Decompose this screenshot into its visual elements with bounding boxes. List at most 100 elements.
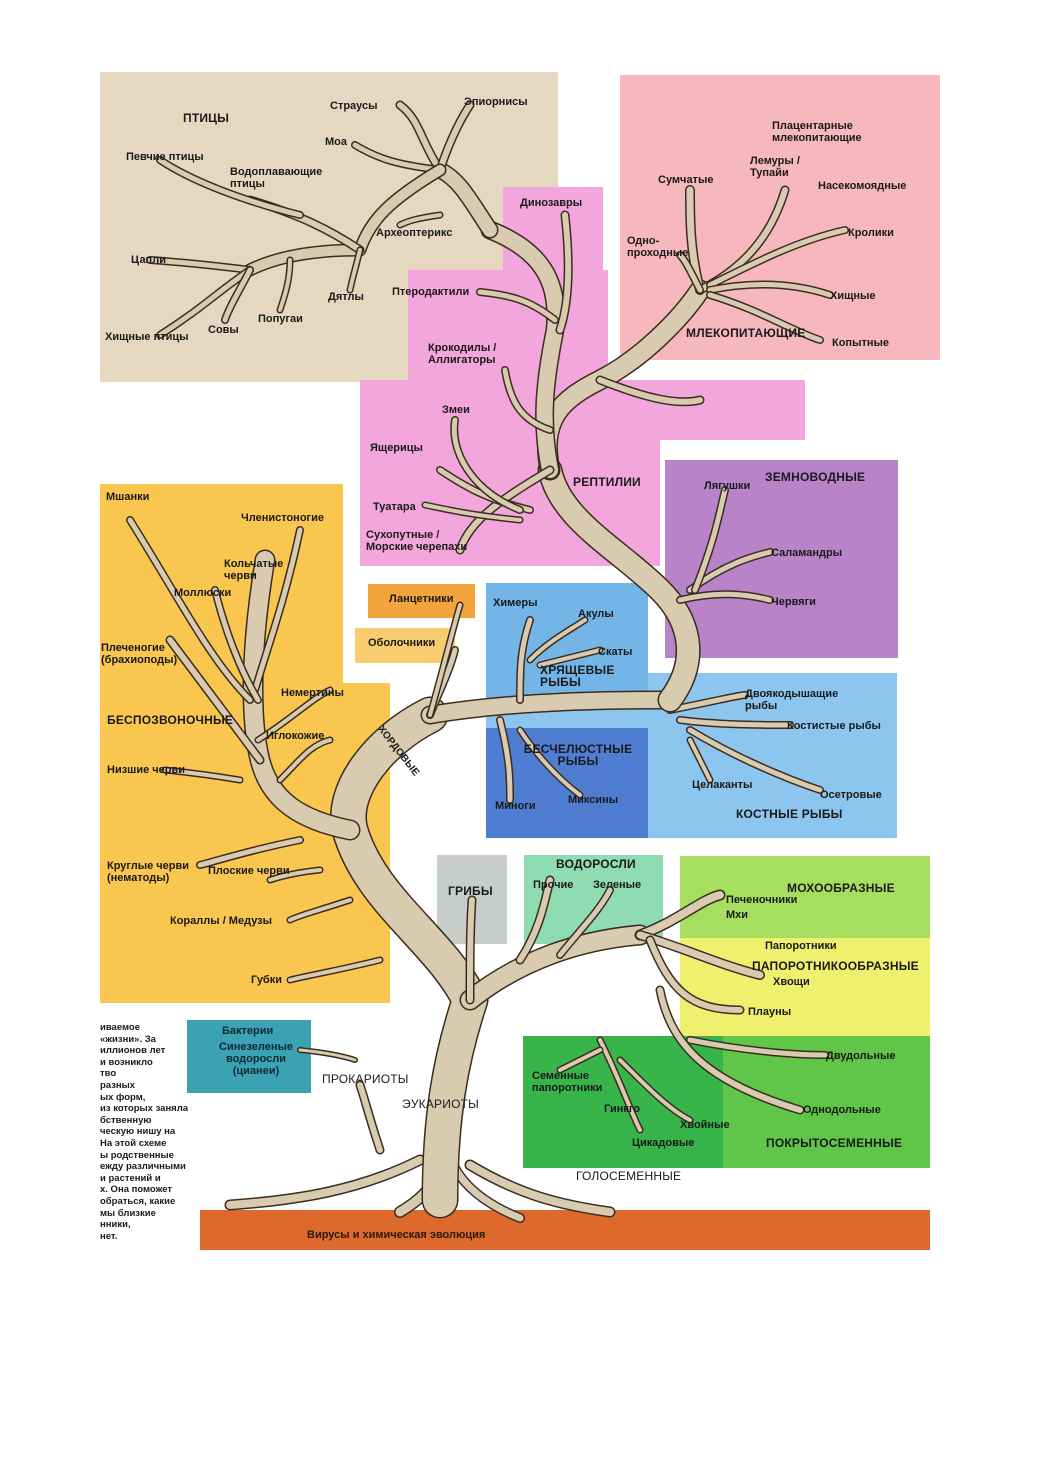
label-insectivores: Насекомоядные — [818, 180, 907, 192]
tree-branch — [517, 617, 533, 703]
tree-branch — [252, 527, 303, 693]
label-lampreys: Миноги — [495, 800, 536, 812]
label-lancelets: Ланцетники — [389, 593, 454, 605]
bony-fish-zone — [648, 673, 897, 838]
tree-branch — [707, 282, 833, 298]
tree-branch — [222, 267, 253, 323]
label-snakes: Змеи — [442, 404, 470, 416]
group-label-fungi: ГРИБЫ — [448, 884, 493, 898]
label-birds-of-prey: Хищные птицы — [105, 331, 189, 343]
label-dinosaurs: Динозавры — [520, 197, 583, 209]
label-brachiopods: Плеченогие (брахиоподы) — [101, 642, 178, 666]
group-label-bony-fish: КОСТНЫЕ РЫБЫ — [736, 807, 843, 821]
label-salamanders: Саламандры — [771, 547, 843, 559]
tree-branch — [517, 877, 553, 963]
label-monocots: Однодольные — [803, 1104, 881, 1116]
tree-branch — [636, 891, 724, 939]
label-owls: Совы — [208, 324, 239, 336]
group-label-mosses: МОХООБРАЗНЫЕ — [787, 881, 895, 895]
label-rays: Скаты — [598, 646, 633, 658]
tree-branch — [677, 252, 703, 293]
tree-branch — [598, 1038, 642, 1132]
tree-branch — [348, 248, 362, 292]
label-ungulates: Копытные — [832, 337, 890, 349]
ferns-zone — [680, 938, 930, 1036]
tree-branch — [428, 603, 462, 717]
tree-branch — [497, 717, 513, 803]
label-carnivores: Хищные — [830, 290, 876, 302]
label-conifers: Хвойные — [680, 1119, 730, 1131]
tree-branch — [518, 728, 582, 797]
label-club-mosses: Плауны — [748, 1006, 792, 1018]
label-sharks: Акулы — [578, 608, 614, 620]
bacteria-zone — [187, 1020, 311, 1093]
label-teleosts: Костистые рыбы — [787, 720, 881, 732]
label-flatworms: Плоские черви — [208, 865, 290, 877]
tree-branch — [538, 281, 709, 479]
label-coelacanths: Целаканты — [692, 779, 753, 791]
tree-branch — [157, 157, 303, 218]
label-placental-mammals: Плацентарные млекопитающие — [772, 120, 862, 144]
group-label-algae: ВОДОРОСЛИ — [556, 857, 636, 871]
tree-branch — [697, 187, 788, 293]
tree-branch — [268, 868, 322, 882]
tree-branch — [433, 163, 497, 237]
tree-branch — [466, 1161, 614, 1216]
label-hagfish: Миксины — [568, 794, 619, 806]
label-waterfowl: Водоплавающие птицы — [230, 166, 323, 190]
label-ginkgo: Гинкго — [604, 1103, 641, 1115]
tree-branch — [695, 185, 790, 295]
label-horsetails: Хвощи — [773, 976, 810, 988]
tree-branch — [647, 937, 743, 1013]
label-chimaeras: Химеры — [493, 597, 538, 609]
label-songbirds: Певчие птицы — [126, 151, 204, 163]
label-turtles: Сухопутные / Морские черепахи — [366, 529, 468, 553]
label-frogs: Лягушки — [704, 480, 751, 492]
tree-branch — [437, 102, 473, 173]
tree-branch — [657, 987, 803, 1113]
label-sponges: Губки — [251, 974, 282, 986]
label-echinoderms: Иглокожие — [266, 730, 325, 742]
side-description-text: иваемое «жизни». За иллионов лет и возни… — [100, 1022, 189, 1242]
tree-branch — [451, 417, 523, 513]
tree-branch — [692, 487, 728, 593]
tree-branch — [557, 887, 613, 958]
label-rabbits: Кролики — [848, 227, 894, 239]
label-moa: Моа — [325, 136, 347, 148]
label-herons: Цапли — [131, 254, 166, 266]
tree-branch — [457, 467, 553, 553]
tree-branch — [707, 292, 823, 343]
label-woodpeckers: Дятлы — [328, 291, 364, 303]
label-viruses-chemical-evolution: Вирусы и химическая эволюция — [307, 1229, 486, 1241]
label-roundworms: Круглые черви (нематоды) — [107, 860, 190, 884]
tree-branch — [256, 688, 332, 742]
tree-branch — [288, 898, 352, 922]
label-mollusks: Моллюски — [174, 587, 232, 599]
tree-branch — [476, 288, 559, 324]
tree-branch — [597, 377, 703, 405]
tree-branch — [163, 768, 242, 782]
reptiles-zone-mid — [408, 270, 608, 382]
label-dicots: Двудольные — [826, 1050, 896, 1062]
label-ferns: Папоротники — [765, 940, 837, 952]
tree-branch — [278, 258, 292, 312]
label-seed-ferns: Семенные папоротники — [532, 1070, 603, 1094]
tree-branch — [502, 367, 553, 433]
tree-branch — [331, 698, 487, 1217]
tree-branch — [224, 1154, 426, 1211]
tree-branch — [212, 587, 261, 703]
tree-branch — [677, 717, 793, 728]
tree-branch — [398, 213, 442, 227]
tree-branch — [707, 227, 848, 288]
label-arthropods: Членистоногие — [241, 512, 324, 524]
label-crocodiles: Крокодилы / Аллигаторы — [428, 342, 497, 366]
label-pterodactyls: Птеродактили — [392, 286, 470, 298]
tree-branch — [687, 727, 823, 793]
tree-branch — [397, 102, 443, 173]
tree-branch — [677, 591, 773, 603]
tree-branch — [298, 1048, 357, 1062]
group-label-gymnosperms: ГОЛОСЕМЕННЫЕ — [576, 1169, 682, 1183]
tree-branch — [538, 648, 602, 667]
